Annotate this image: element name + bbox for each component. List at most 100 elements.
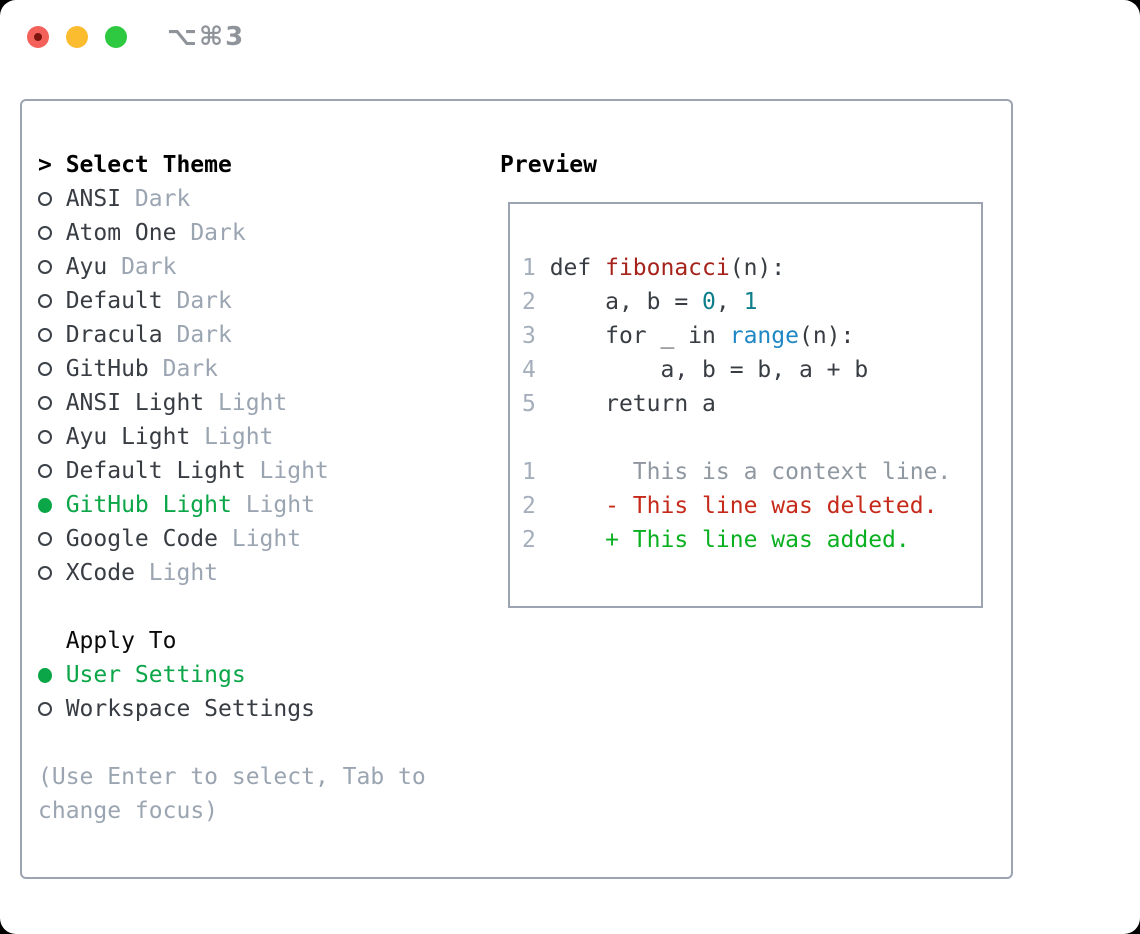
spacer <box>38 726 458 760</box>
diff-added-line: 2 + This line was added. <box>522 523 973 557</box>
code-token: for _ in <box>549 323 730 349</box>
code-token: (n): <box>798 323 855 349</box>
option-label: Workspace Settings <box>65 696 315 722</box>
option-label: Dracula <box>65 322 163 348</box>
apply-to-option[interactable]: Workspace Settings <box>38 692 458 726</box>
variant-badge: Dark <box>121 254 177 280</box>
close-button[interactable] <box>27 26 49 48</box>
keyboard-hint: (Use Enter to select, Tab to change focu… <box>38 764 426 824</box>
option-label: Google Code <box>65 526 219 552</box>
option-label: ANSI <box>65 186 122 212</box>
option-label: GitHub <box>65 356 149 382</box>
option-label: XCode <box>65 560 135 586</box>
code-token: a, b = <box>549 289 703 315</box>
blank-line <box>522 421 973 455</box>
radio-unselected-icon <box>38 464 52 478</box>
code-token: (n): <box>729 255 786 281</box>
theme-option[interactable]: GitHub Light Light <box>38 488 458 522</box>
code-token: return a <box>549 391 716 417</box>
line-number: 4 <box>522 357 550 383</box>
radio-unselected-icon <box>38 430 52 444</box>
apply-to-title: Apply To <box>65 628 177 654</box>
variant-badge: Light <box>204 424 274 450</box>
radio-unselected-icon <box>38 702 52 716</box>
theme-option[interactable]: Ayu Light Light <box>38 420 458 454</box>
variant-badge: Dark <box>134 186 191 212</box>
option-label: Default <box>65 288 163 314</box>
line-number: 3 <box>522 323 550 349</box>
code-token: fibonacci <box>605 255 730 281</box>
code-token: , <box>715 289 744 315</box>
theme-option[interactable]: Default Dark <box>38 284 458 318</box>
option-label: User Settings <box>65 662 246 688</box>
diff-deleted-line: 2 - This line was deleted. <box>522 489 973 523</box>
theme-option[interactable]: Dracula Dark <box>38 318 458 352</box>
code-line: 3 for _ in range(n): <box>522 319 973 353</box>
variant-badge: Dark <box>162 356 219 382</box>
code-token: 1 <box>743 289 758 315</box>
apply-to-header: Apply To <box>38 624 458 658</box>
diff-context-line: 1 This is a context line. <box>522 455 973 489</box>
theme-option[interactable]: ANSI Dark <box>38 182 458 216</box>
variant-badge: Dark <box>190 220 246 246</box>
radio-unselected-icon <box>38 396 52 410</box>
code-token: a, b = b, a + b <box>549 357 869 383</box>
code-line: 2 a, b = 0, 1 <box>522 285 973 319</box>
radio-unselected-icon <box>38 226 52 240</box>
code-token: + This line was added. <box>549 527 910 553</box>
variant-badge: Dark <box>176 322 232 348</box>
option-label: Atom One <box>65 220 177 246</box>
code-token: - This line was deleted. <box>549 493 938 519</box>
close-modified-dot-icon <box>34 33 42 41</box>
zoom-button[interactable] <box>105 26 127 48</box>
code-line: 1 def fibonacci(n): <box>522 251 973 285</box>
theme-option[interactable]: XCode Light <box>38 556 458 590</box>
theme-option[interactable]: ANSI Light Light <box>38 386 458 420</box>
radio-selected-icon <box>38 497 52 513</box>
variant-badge: Light <box>231 526 302 552</box>
select-theme-header: > Select Theme <box>38 148 458 182</box>
radio-unselected-icon <box>38 192 52 206</box>
option-label: Ayu <box>65 254 108 280</box>
radio-unselected-icon <box>38 260 52 274</box>
spacer <box>38 590 458 624</box>
apply-to-option[interactable]: User Settings <box>38 658 458 692</box>
radio-selected-icon <box>38 667 52 683</box>
variant-badge: Light <box>245 492 315 518</box>
radio-unselected-icon <box>38 532 52 546</box>
variant-badge: Dark <box>176 288 232 314</box>
theme-option[interactable]: Default Light Light <box>38 454 458 488</box>
code-token: range <box>729 323 799 349</box>
line-number: 5 <box>522 391 550 417</box>
minimize-button[interactable] <box>66 26 88 48</box>
prompt-icon: > <box>38 152 52 178</box>
theme-option[interactable]: Ayu Dark <box>38 250 458 284</box>
theme-option[interactable]: Google Code Light <box>38 522 458 556</box>
option-label: Default Light <box>65 458 246 484</box>
theme-option[interactable]: GitHub Dark <box>38 352 458 386</box>
variant-badge: Light <box>259 458 329 484</box>
window-title: ⌥⌘3 <box>167 22 246 52</box>
code-token: 0 <box>702 289 716 315</box>
line-number: 2 <box>522 527 550 553</box>
option-label: ANSI Light <box>65 390 205 416</box>
code-token: def <box>549 255 606 281</box>
option-label: Ayu Light <box>65 424 191 450</box>
line-number: 2 <box>522 289 550 315</box>
variant-badge: Light <box>218 390 288 416</box>
line-number: 1 <box>522 459 550 485</box>
line-number: 1 <box>522 255 550 281</box>
theme-option[interactable]: Atom One Dark <box>38 216 458 250</box>
preview-title: Preview <box>500 152 597 178</box>
code-line: 4 a, b = b, a + b <box>522 353 973 387</box>
radio-unselected-icon <box>38 566 52 580</box>
option-label: GitHub Light <box>65 492 232 518</box>
radio-unselected-icon <box>38 328 52 342</box>
radio-unselected-icon <box>38 362 52 376</box>
variant-badge: Light <box>148 560 219 586</box>
